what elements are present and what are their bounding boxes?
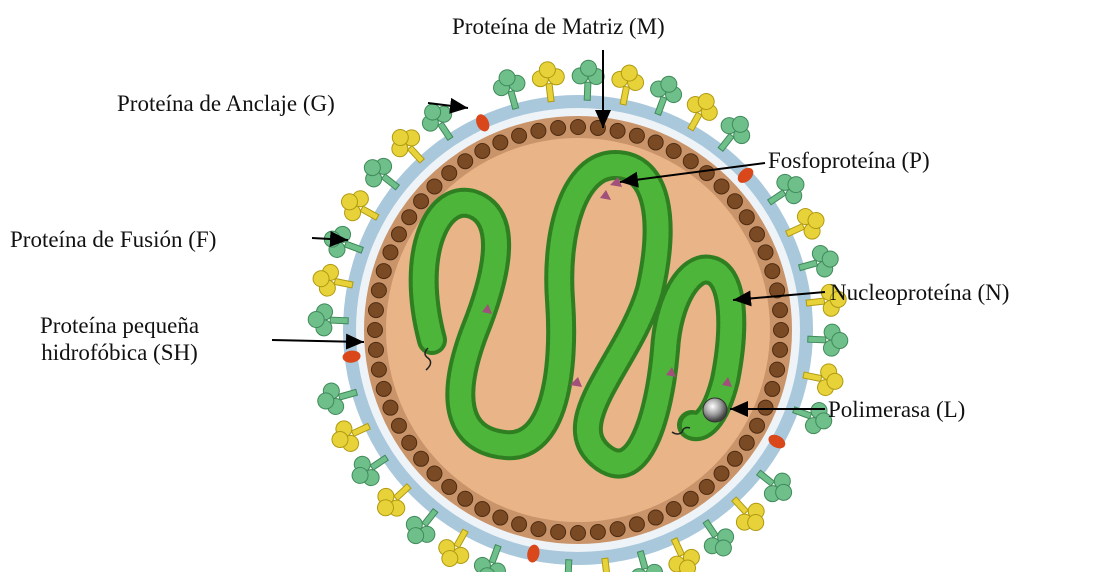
matrix-bead — [427, 179, 442, 194]
matrix-bead — [758, 400, 773, 415]
matrix-bead — [493, 510, 508, 525]
matrix-bead — [383, 400, 398, 415]
label-matrix-protein: Proteína de Matriz (M) — [452, 13, 665, 40]
matrix-bead — [531, 123, 546, 138]
polymerase-sphere — [703, 398, 727, 422]
matrix-bead — [551, 120, 566, 135]
g-protein — [308, 303, 349, 337]
label-nucleoprotein: Nucleoproteína (N) — [830, 279, 1009, 306]
matrix-bead — [371, 362, 386, 377]
matrix-bead — [427, 466, 442, 481]
matrix-bead — [531, 522, 546, 537]
matrix-bead — [765, 264, 780, 279]
matrix-bead — [773, 303, 788, 318]
matrix-bead — [610, 123, 625, 138]
matrix-bead — [699, 166, 714, 181]
matrix-bead — [683, 154, 698, 169]
matrix-bead — [368, 342, 383, 357]
matrix-bead — [402, 435, 417, 450]
matrix-bead — [493, 135, 508, 150]
matrix-bead — [714, 466, 729, 481]
matrix-bead — [750, 418, 765, 433]
matrix-bead — [383, 245, 398, 260]
matrix-bead — [391, 418, 406, 433]
matrix-bead — [376, 381, 391, 396]
matrix-bead — [551, 525, 566, 540]
matrix-bead — [376, 264, 391, 279]
matrix-bead — [648, 135, 663, 150]
matrix-bead — [750, 227, 765, 242]
g-protein — [807, 323, 848, 357]
matrix-bead — [512, 517, 527, 532]
matrix-bead — [391, 227, 406, 242]
matrix-bead — [475, 143, 490, 158]
matrix-bead — [774, 323, 789, 338]
matrix-bead — [683, 491, 698, 506]
matrix-bead — [458, 491, 473, 506]
label-fusion-protein: Proteína de Fusión (F) — [10, 226, 216, 253]
matrix-bead — [714, 179, 729, 194]
matrix-bead — [571, 526, 586, 541]
g-protein — [571, 60, 605, 101]
matrix-bead — [590, 525, 605, 540]
matrix-bead — [666, 143, 681, 158]
matrix-bead — [414, 194, 429, 209]
matrix-bead — [666, 502, 681, 517]
matrix-bead — [512, 128, 527, 143]
matrix-bead — [442, 479, 457, 494]
matrix-bead — [368, 323, 383, 338]
matrix-bead — [610, 522, 625, 537]
matrix-bead — [458, 154, 473, 169]
matrix-bead — [442, 166, 457, 181]
matrix-bead — [773, 342, 788, 357]
matrix-bead — [475, 502, 490, 517]
matrix-bead — [739, 210, 754, 225]
label-sh-line1: Proteína pequeña — [40, 312, 199, 339]
matrix-bead — [371, 283, 386, 298]
matrix-bead — [758, 245, 773, 260]
matrix-bead — [368, 303, 383, 318]
matrix-bead — [571, 120, 586, 135]
matrix-bead — [629, 128, 644, 143]
label-phosphoprotein: Fosfoproteína (P) — [768, 147, 930, 174]
label-sh-protein: Proteína pequeña hidrofóbica (SH) — [40, 312, 199, 366]
matrix-bead — [414, 451, 429, 466]
matrix-bead — [699, 479, 714, 494]
matrix-bead — [727, 451, 742, 466]
matrix-bead — [648, 510, 663, 525]
matrix-bead — [739, 435, 754, 450]
matrix-bead — [629, 517, 644, 532]
matrix-bead — [765, 381, 780, 396]
label-anchor-protein: Proteína de Anclaje (G) — [117, 90, 335, 117]
matrix-bead — [727, 194, 742, 209]
matrix-bead — [402, 210, 417, 225]
label-polymerase: Polimerasa (L) — [828, 396, 965, 423]
label-sh-line2: hidrofóbica (SH) — [40, 339, 199, 366]
matrix-bead — [770, 362, 785, 377]
